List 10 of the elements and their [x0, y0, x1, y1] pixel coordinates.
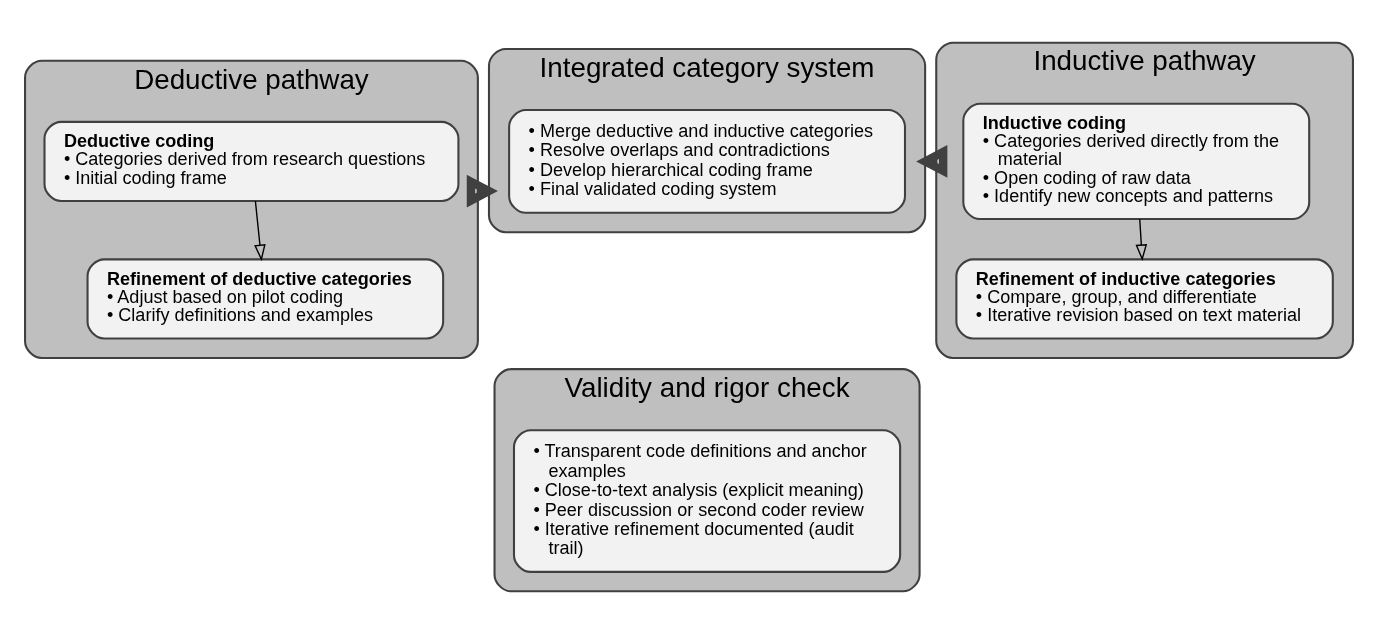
- node-box: • Transparent code definitions and anchor examples • Close-to-text analysis (explicit meaning) • Peer discussion or second coder review • Iterative refinement documented (audit trail): [512, 428, 902, 573]
- node-box: Inductive coding • Categories derived directly from the material • Open coding of raw data • Identify new concepts and patterns: [962, 102, 1311, 220]
- node-box: Refinement of inductive categories • Compare, group, and differentiate • Iterative revision based on text material: [955, 257, 1334, 340]
- node-box: Refinement of deductive categories • Adjust based on pilot coding • Clarify definitions and examples: [86, 257, 445, 340]
- arrow: [254, 199, 266, 261]
- node-box: Deductive coding • Categories derived from research questions • Initial coding frame: [43, 120, 460, 202]
- arrow: [1135, 217, 1148, 261]
- arrow: [466, 174, 498, 207]
- node-box: • Merge deductive and inductive categories • Resolve overlaps and contradictions • Develop hierarchical coding frame • Final validated coding system: [508, 108, 907, 214]
- arrow: [916, 144, 948, 178]
